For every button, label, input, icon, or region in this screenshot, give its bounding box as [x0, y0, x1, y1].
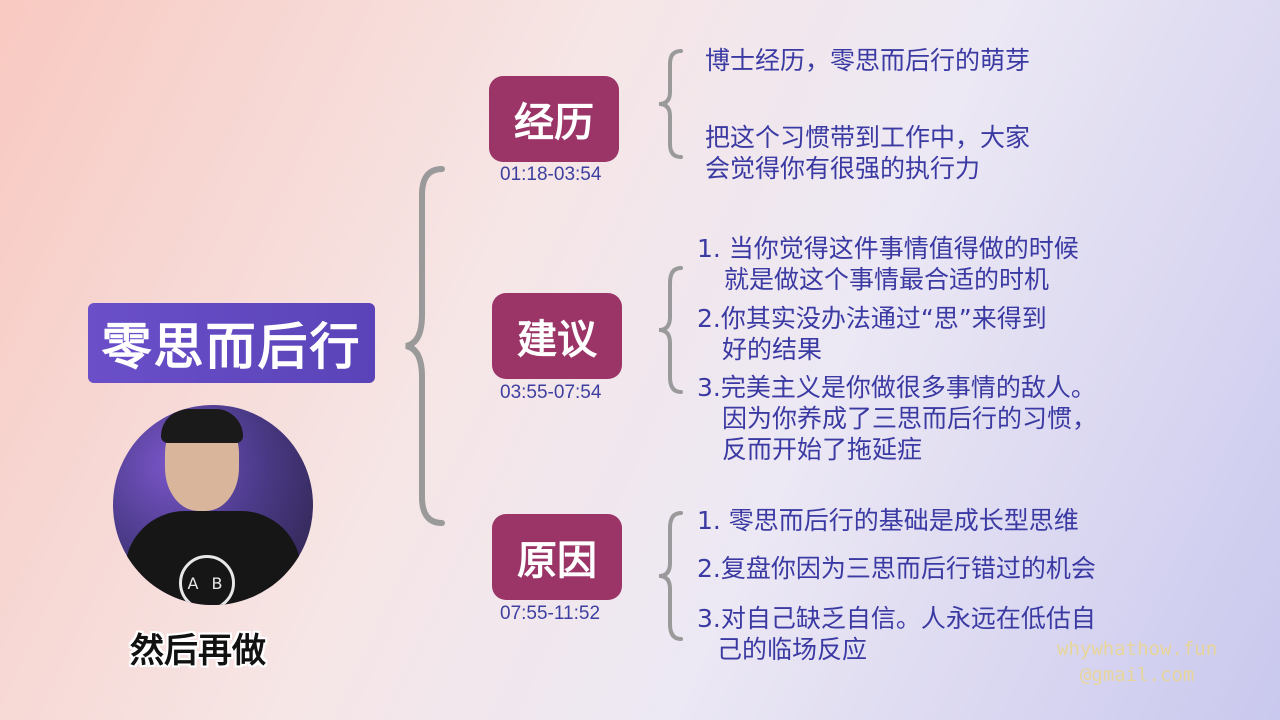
watermark: whywhathow.fun @gmail.com	[1057, 638, 1218, 686]
section-brace-icon	[658, 49, 683, 159]
subtitle-caption: 然后再做	[130, 631, 266, 671]
section-brace-icon	[658, 266, 683, 394]
reasons-item-1: 1. 零思而后行的基础是成长型思维	[697, 506, 1079, 535]
advice-item-1: 1. 当你觉得这件事情值得做的时候 就是做这个事情最合适的时机	[697, 234, 1079, 294]
section-time-reasons: 07:55-11:52	[500, 603, 601, 624]
section-box-reasons: 原因	[492, 514, 622, 600]
main-title: 零思而后行	[88, 303, 375, 383]
experience-item-2: 把这个习惯带到工作中，大家 会觉得你有很强的执行力	[705, 123, 1031, 183]
section-box-advice: 建议	[492, 293, 622, 379]
section-brace-icon	[658, 511, 683, 641]
main-brace-icon	[405, 166, 445, 526]
reasons-item-3: 3.对自己缺乏自信。人永远在低估自 己的临场反应	[697, 604, 1096, 664]
section-time-experience: 01:18-03:54	[500, 164, 602, 185]
reasons-item-2: 2.复盘你因为三思而后行错过的机会	[697, 554, 1096, 583]
advice-item-2: 2.你其实没办法通过“思”来得到 好的结果	[697, 304, 1047, 364]
advice-item-3: 3.完美主义是你做很多事情的敌人。 因为你养成了三思而后行的习惯， 反而开始了拖…	[697, 373, 1098, 464]
presenter-avatar: A B	[113, 405, 313, 605]
experience-item-1: 博士经历，零思而后行的萌芽	[705, 46, 1031, 75]
avatar-shirt-print: A B	[179, 555, 235, 605]
avatar-hair	[161, 409, 243, 443]
section-time-advice: 03:55-07:54	[500, 382, 602, 403]
section-box-experience: 经历	[489, 76, 619, 162]
